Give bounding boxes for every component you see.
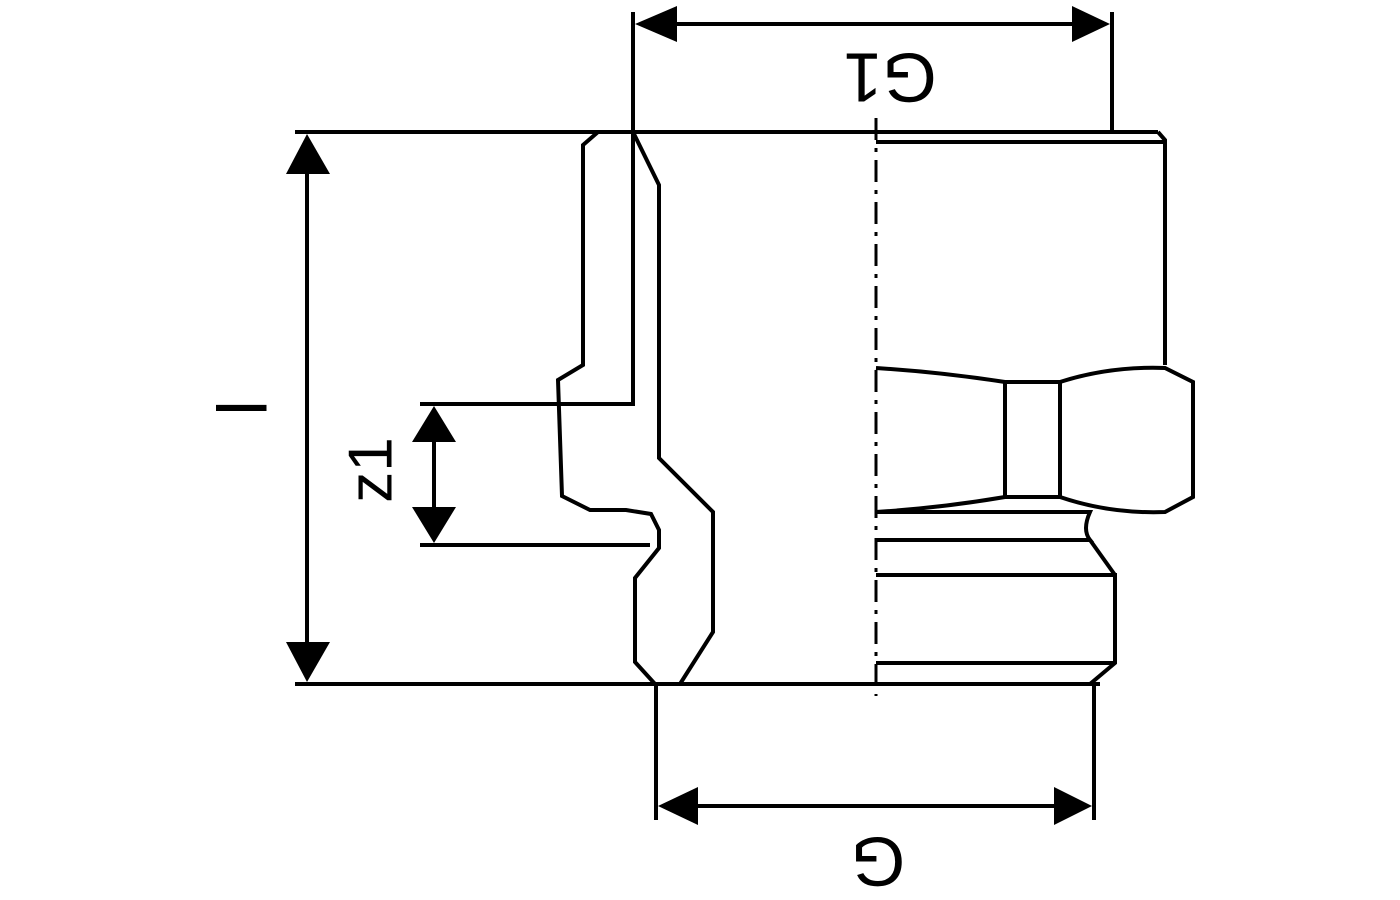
dimension-g1 [631,6,1114,132]
section-hatching [420,130,715,686]
dimension-label-z1: z1 [336,437,405,502]
dimension-label-l: l [203,400,281,416]
dimension-l [286,134,330,682]
dimension-z1 [412,406,456,543]
outer-contour [295,130,1158,686]
dimension-g [654,684,1096,825]
dimension-label-g1: G1 [843,39,936,117]
exterior-view [875,130,1195,686]
dimension-label-g: G [851,823,905,900]
